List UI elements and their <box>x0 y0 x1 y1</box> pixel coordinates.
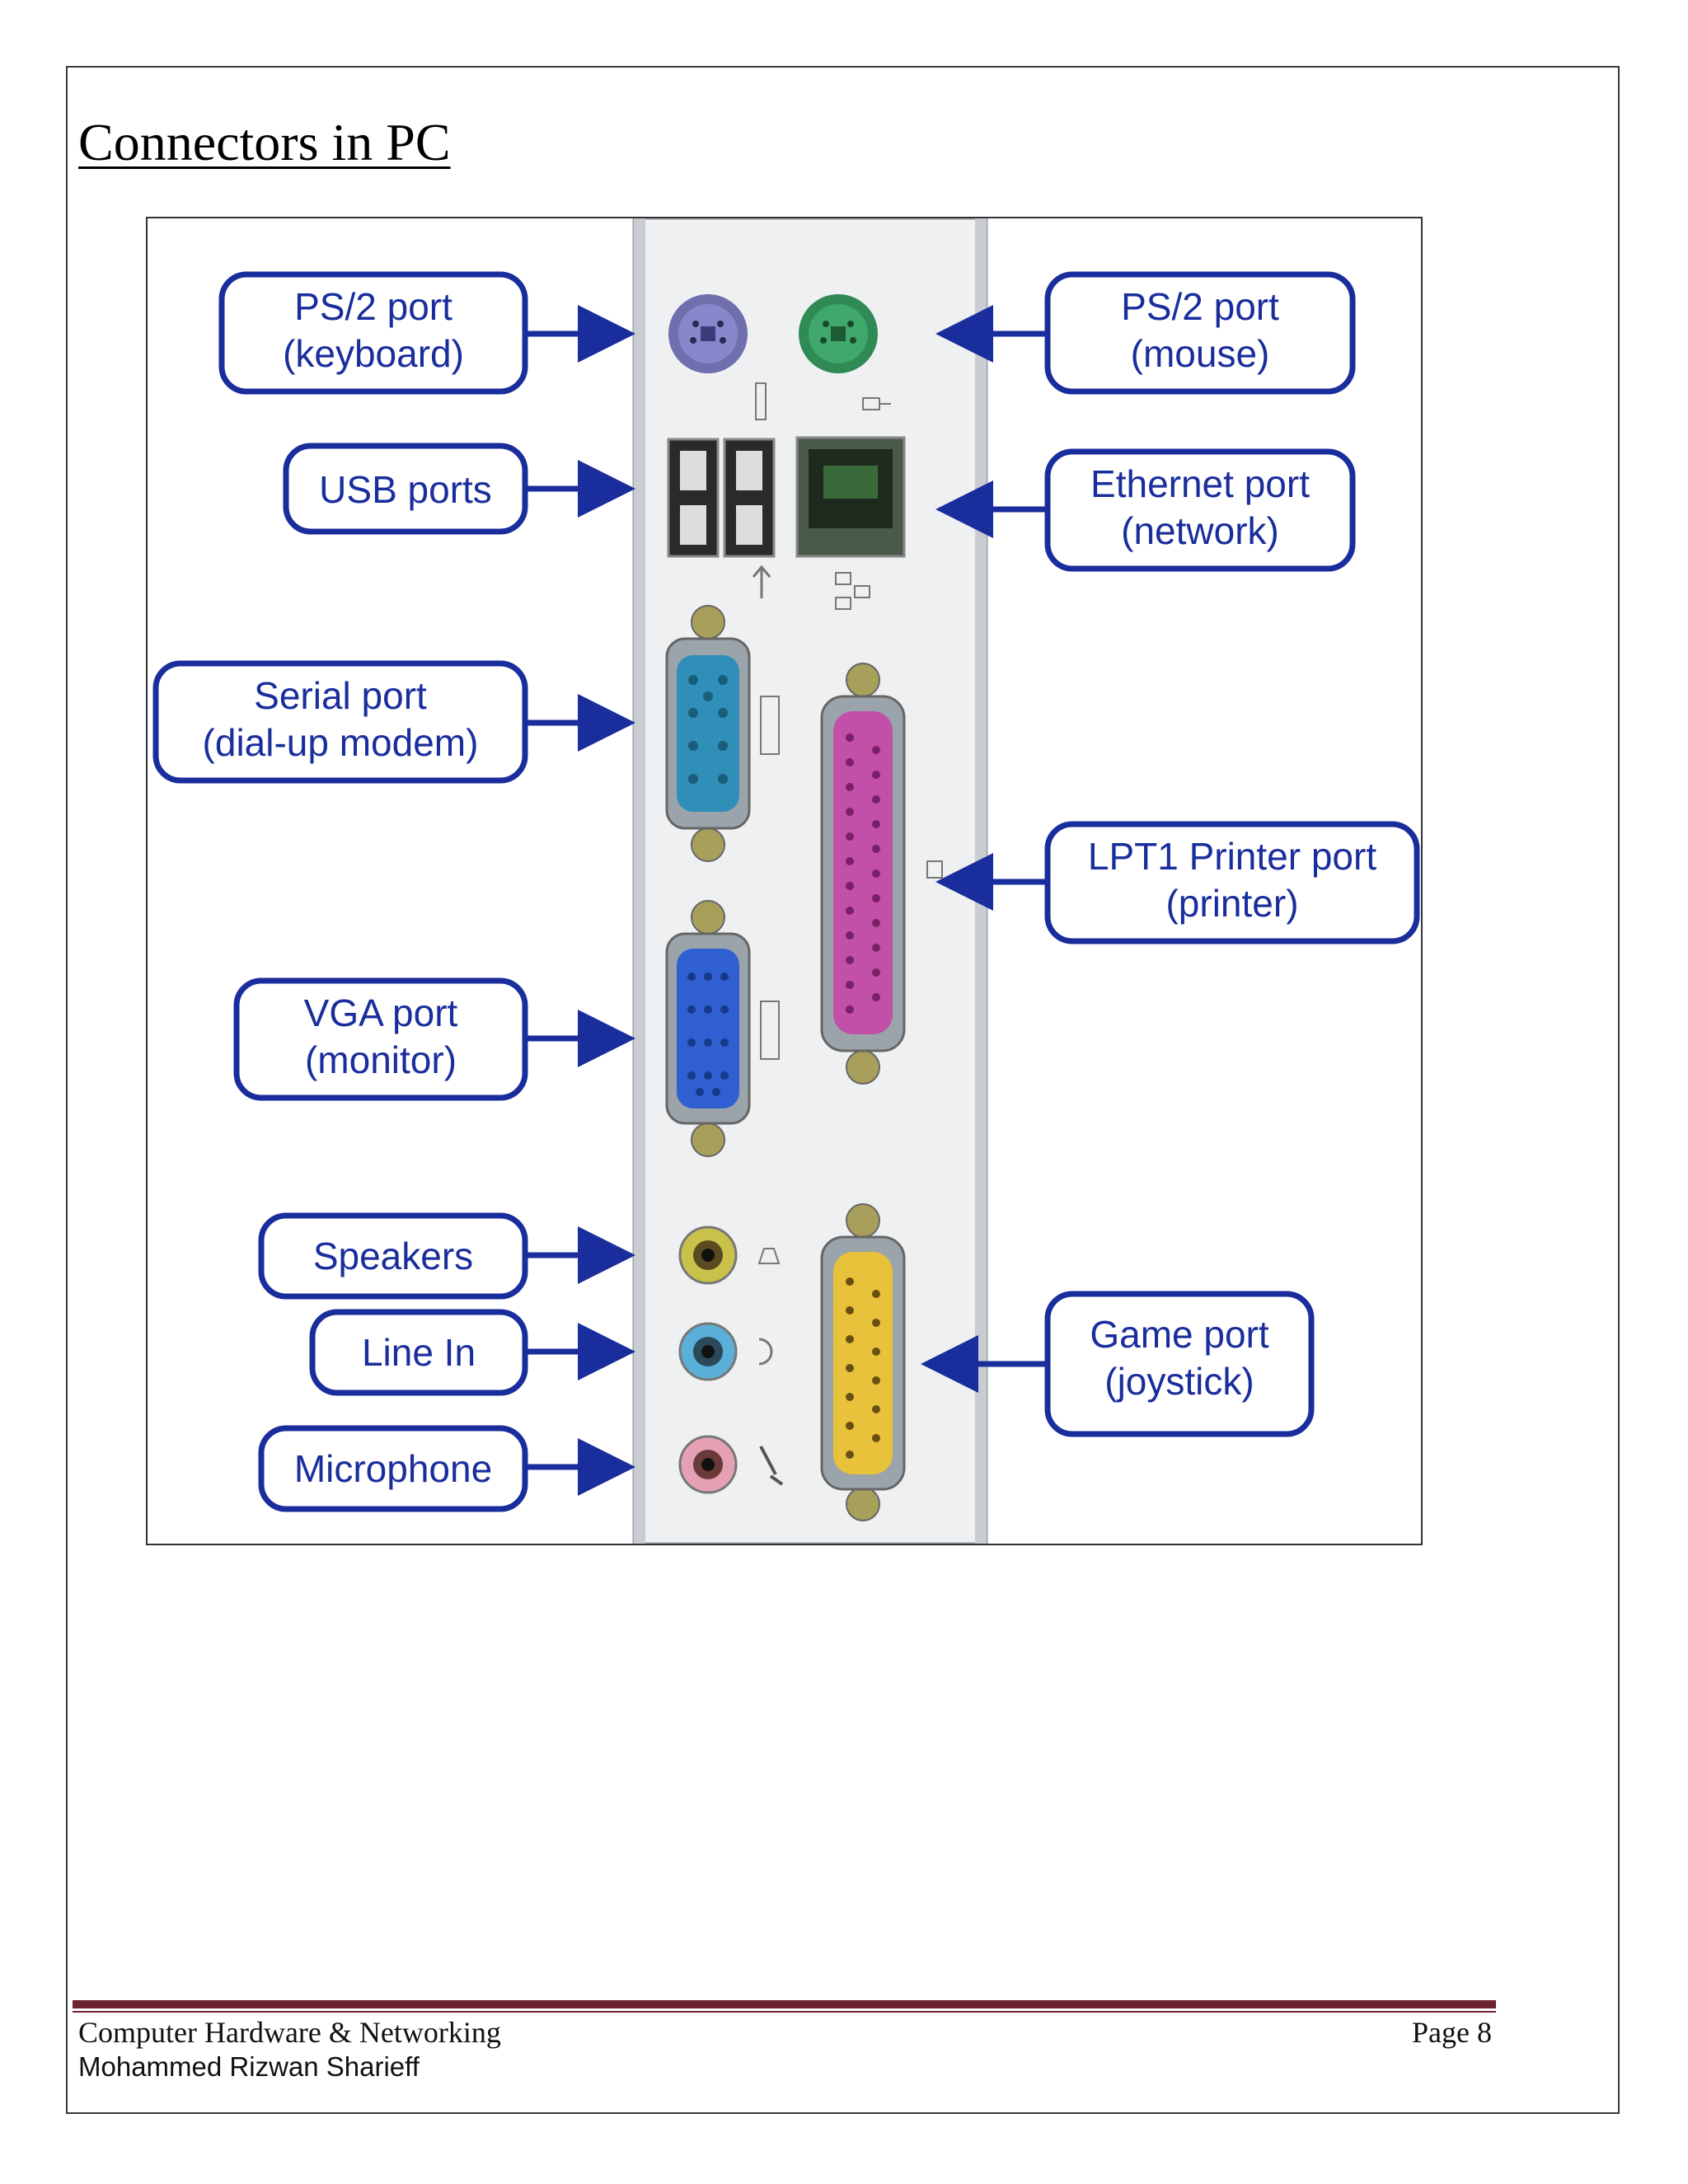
label-box-speakers <box>258 1212 528 1300</box>
label-vga-line1: VGA port <box>304 991 458 1034</box>
usb-symbol-icon <box>752 565 771 598</box>
serial-symbol-icon <box>760 696 780 755</box>
line-in-symbol-icon <box>758 1338 773 1366</box>
connectors-diagram: PS/2 port (keyboard) PS/2 port (mouse) U… <box>152 218 1420 1544</box>
label-serial-line1: Serial port <box>254 674 427 717</box>
label-vga-line2: (monitor) <box>305 1038 457 1081</box>
vga-symbol-icon <box>760 1001 780 1060</box>
game-port <box>820 1203 906 1521</box>
label-ps2-keyboard-line1: PS/2 port <box>294 285 452 328</box>
microphone-symbol-icon <box>759 1446 784 1486</box>
usb-ports <box>667 438 776 558</box>
label-game-port-line1: Game port <box>1090 1313 1269 1356</box>
ps2-mouse-port <box>799 294 878 373</box>
line-in-jack <box>678 1322 738 1381</box>
footer-course: Computer Hardware & Networking <box>78 2016 501 2049</box>
label-ps2-mouse-line2: (mouse) <box>1131 332 1270 375</box>
label-box-microphone <box>258 1425 528 1512</box>
label-ps2-keyboard-line2: (keyboard) <box>283 332 464 375</box>
network-symbol-icon <box>835 572 870 610</box>
footer-rule-thin <box>73 2011 1496 2013</box>
label-serial-line2: (dial-up modem) <box>203 721 479 764</box>
footer-page-number: Page 8 <box>1412 2016 1492 2049</box>
label-box-game-port <box>1044 1291 1315 1437</box>
label-ethernet-line1: Ethernet port <box>1090 462 1310 505</box>
label-ps2-mouse-line1: PS/2 port <box>1121 285 1279 328</box>
speaker-symbol-icon <box>757 1248 781 1264</box>
page-title: Connectors in PC <box>78 113 451 171</box>
label-line-in: Line In <box>362 1331 476 1374</box>
mouse-symbol-icon <box>862 397 891 410</box>
footer-author: Mohammed Rizwan Sharieff <box>78 2051 420 2082</box>
vga-port <box>665 900 751 1157</box>
label-box-ps2-keyboard <box>218 271 528 395</box>
label-box-ethernet <box>1044 448 1356 572</box>
label-speakers: Speakers <box>313 1235 473 1277</box>
label-box-ps2-mouse <box>1044 271 1356 395</box>
label-lpt1-line2: (printer) <box>1165 882 1298 925</box>
lpt1-printer-port <box>820 663 906 1085</box>
microphone-jack <box>678 1435 738 1494</box>
page-border <box>66 66 1620 2114</box>
ethernet-port <box>795 436 906 558</box>
label-lpt1-line1: LPT1 Printer port <box>1088 835 1376 878</box>
label-box-serial <box>152 660 528 784</box>
label-ethernet-line2: (network) <box>1121 509 1279 552</box>
label-usb: USB ports <box>319 468 492 511</box>
ps2-keyboard-port <box>668 294 748 373</box>
panel-edge-left <box>634 218 645 1544</box>
connectors-figure: PS/2 port (keyboard) PS/2 port (mouse) U… <box>146 217 1423 1545</box>
label-microphone: Microphone <box>294 1447 492 1490</box>
label-game-port-line2: (joystick) <box>1104 1360 1254 1403</box>
keyboard-symbol-icon <box>755 382 767 420</box>
label-box-vga <box>233 977 528 1101</box>
footer-rule <box>73 2000 1496 2008</box>
serial-port <box>665 605 751 862</box>
label-box-line-in <box>309 1309 528 1396</box>
speakers-jack <box>678 1226 738 1285</box>
label-box-lpt1 <box>1044 821 1420 944</box>
label-box-usb <box>283 443 528 535</box>
